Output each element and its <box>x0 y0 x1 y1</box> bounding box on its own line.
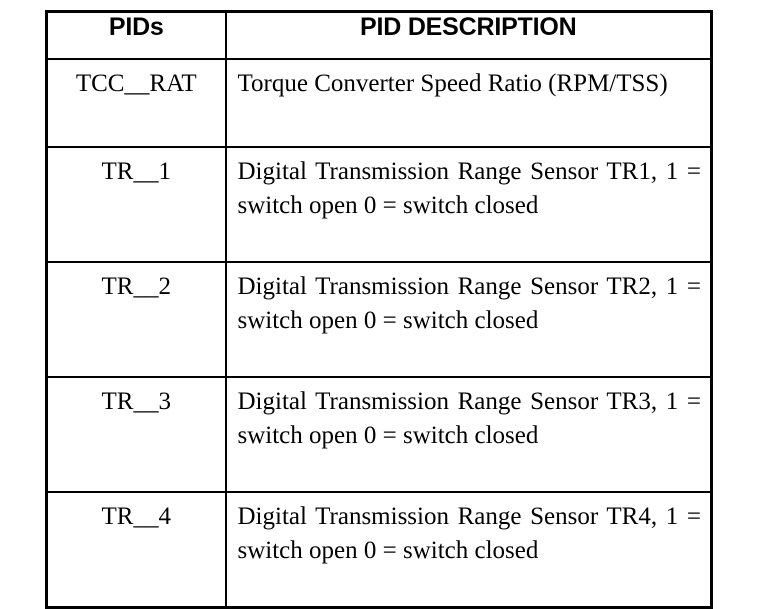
column-header-pid-description: PID DESCRIPTION <box>224 10 713 60</box>
pid-name-cell: TR__4 <box>45 491 227 609</box>
pid-description-cell: Digital Transmission Range Sensor TR2, 1… <box>224 261 713 378</box>
table-body: TCC__RAT Torque Converter Speed Ratio (R… <box>45 58 713 609</box>
pid-description-text: Digital Transmission Range Sensor TR4, 1… <box>237 503 702 564</box>
pid-description-cell: Digital Transmission Range Sensor TR4, 1… <box>224 491 713 609</box>
pid-name-cell: TR__1 <box>45 146 227 263</box>
table-row: TR__1 Digital Transmission Range Sensor … <box>45 146 713 263</box>
pid-description-cell: Digital Transmission Range Sensor TR1, 1… <box>224 146 713 263</box>
pid-description-text: Digital Transmission Range Sensor TR3, 1… <box>237 388 702 449</box>
pid-name-cell: TCC__RAT <box>45 58 227 148</box>
pid-description-text: Torque Converter Speed Ratio (RPM/TSS) <box>237 70 668 97</box>
column-header-pids: PIDs <box>45 10 227 60</box>
table-header: PIDs PID DESCRIPTION <box>45 10 713 60</box>
pid-name-cell: TR__3 <box>45 376 227 493</box>
table-header-row: PIDs PID DESCRIPTION <box>45 10 713 60</box>
table-row: TR__2 Digital Transmission Range Sensor … <box>45 261 713 378</box>
pid-description-table: PIDs PID DESCRIPTION TCC__RAT Torque Con… <box>45 10 713 609</box>
pid-name-cell: TR__2 <box>45 261 227 378</box>
pid-description-text: Digital Transmission Range Sensor TR1, 1… <box>237 158 702 219</box>
pid-description-cell: Digital Transmission Range Sensor TR3, 1… <box>224 376 713 493</box>
table-row: TR__4 Digital Transmission Range Sensor … <box>45 491 713 609</box>
pid-description-text: Digital Transmission Range Sensor TR2, 1… <box>237 273 702 334</box>
table-row: TCC__RAT Torque Converter Speed Ratio (R… <box>45 58 713 148</box>
table-row: TR__3 Digital Transmission Range Sensor … <box>45 376 713 493</box>
pid-description-cell: Torque Converter Speed Ratio (RPM/TSS) <box>224 58 713 148</box>
document-page: PIDs PID DESCRIPTION TCC__RAT Torque Con… <box>45 10 713 609</box>
